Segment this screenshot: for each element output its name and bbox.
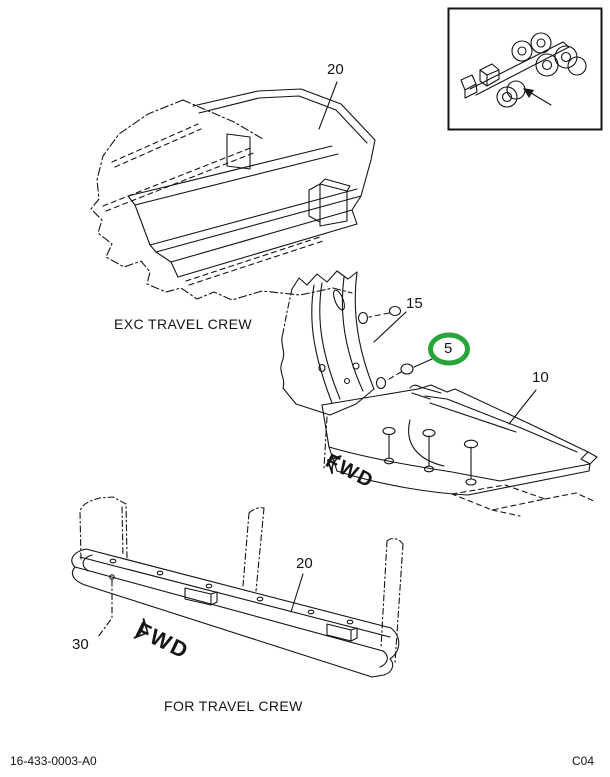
locator-arrow-icon xyxy=(523,88,552,106)
exc-travel-crew-panel-drawing xyxy=(90,81,376,301)
fwd-direction-label-bottom: FWD xyxy=(132,617,193,665)
for-travel-crew-sill-drawing xyxy=(71,496,404,678)
footer-document-number: 16-433-0003-A0 xyxy=(10,754,97,768)
leader-line-30 xyxy=(97,579,113,638)
callout-30[interactable]: 30 xyxy=(72,636,89,653)
push-pin-fasteners xyxy=(382,426,479,486)
caption-exc-travel-crew: EXC TRAVEL CREW xyxy=(114,316,252,332)
leader-line-5 xyxy=(413,358,433,368)
footer-page-code: C04 xyxy=(572,754,595,768)
fwd-arrow-icon xyxy=(133,618,149,639)
truck-chassis-icon xyxy=(460,32,587,108)
center-assembly-drawing xyxy=(280,270,598,517)
callout-20-bottom[interactable]: 20 xyxy=(296,555,313,572)
truck-chassis-locator-inset xyxy=(447,7,603,131)
highlight-ring-callout-5[interactable] xyxy=(428,332,470,366)
grommet-plug xyxy=(400,363,414,375)
leader-line-10 xyxy=(508,389,537,425)
callout-10[interactable]: 10 xyxy=(532,369,549,386)
callout-20-top[interactable]: 20 xyxy=(327,61,344,78)
fwd-arrow-icon xyxy=(326,455,342,474)
leader-line-15 xyxy=(373,311,407,343)
grommet-plug xyxy=(388,305,402,317)
fwd-direction-label-center: FWD xyxy=(322,450,378,494)
leader-line-20-top xyxy=(318,81,338,130)
callout-5[interactable]: 5 xyxy=(444,340,453,357)
callout-15[interactable]: 15 xyxy=(406,295,423,312)
leader-line-20-bottom xyxy=(290,573,304,613)
rivet-fastener xyxy=(109,574,115,580)
caption-for-travel-crew: FOR TRAVEL CREW xyxy=(164,698,303,714)
